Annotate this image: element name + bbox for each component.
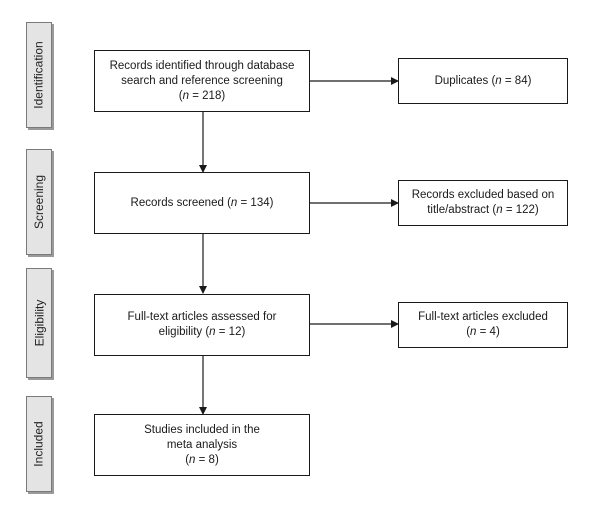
stage-tab-screening: Screening: [26, 149, 52, 255]
stage-tab-included: Included: [26, 396, 52, 492]
records-screened-box: Records screened (n = 134): [94, 172, 310, 234]
fulltext-excluded-box: Full-text articles excluded (n = 4): [398, 302, 568, 348]
records-excluded-box: Records excluded based on title/abstract…: [398, 180, 568, 226]
records-identified-box: Records identified through database sear…: [94, 50, 310, 112]
stage-tab-eligibility: Eligibility: [26, 268, 52, 378]
studies-included-box: Studies included in the meta analysis (n…: [94, 414, 310, 476]
duplicates-box: Duplicates (n = 84): [398, 58, 568, 104]
fulltext-assessed-box: Full-text articles assessed for eligibil…: [94, 294, 310, 356]
stage-tab-identification: Identification: [26, 22, 52, 128]
